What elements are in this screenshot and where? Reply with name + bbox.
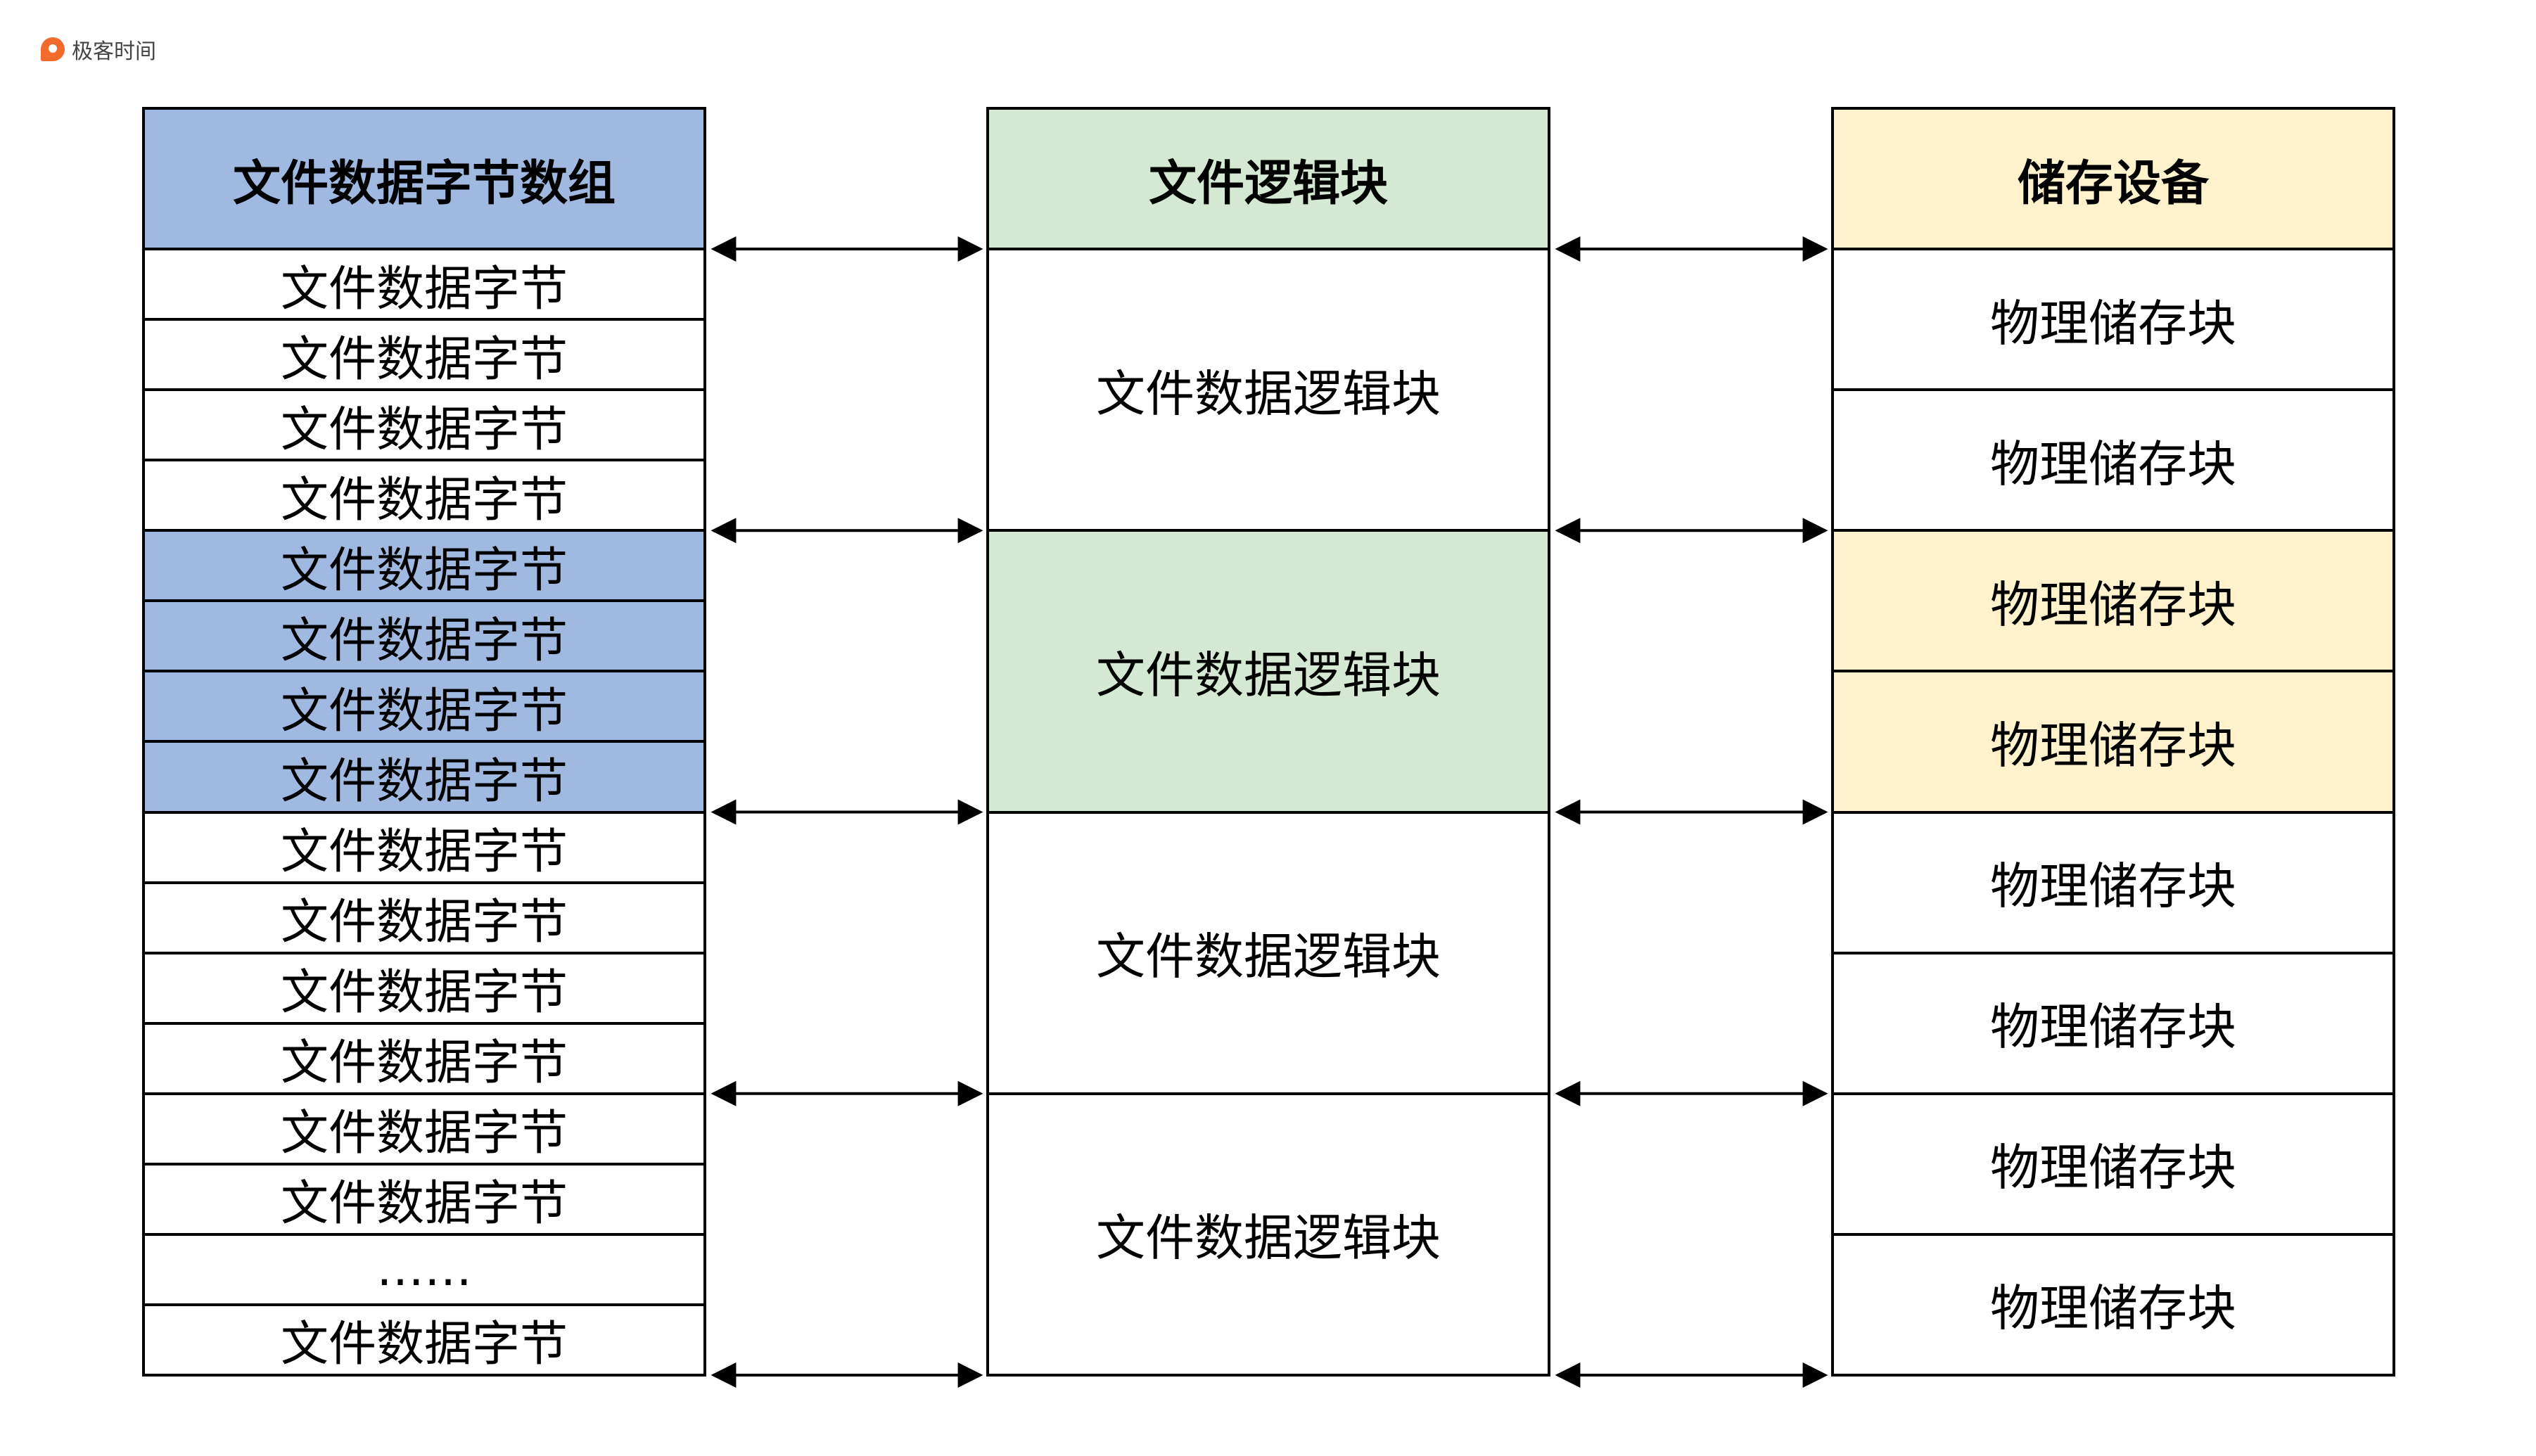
storage-row: 物理储存块 — [1831, 1092, 2395, 1236]
bytes-row: 文件数据字节 — [142, 248, 706, 321]
bytes-row: 文件数据字节 — [142, 740, 706, 814]
storage-row: 物理储存块 — [1831, 951, 2395, 1095]
bytes-row: 文件数据字节 — [142, 1162, 706, 1236]
column-header-logical: 文件逻辑块 — [986, 107, 1550, 250]
brand-logo: 极客时间 — [41, 32, 156, 66]
storage-row: 物理储存块 — [1831, 810, 2395, 954]
column-header-storage: 储存设备 — [1831, 107, 2395, 250]
bytes-row: 文件数据字节 — [142, 881, 706, 954]
bytes-row: 文件数据字节 — [142, 459, 706, 532]
bytes-row: 文件数据字节 — [142, 670, 706, 743]
logical-row: 文件数据逻辑块 — [986, 1092, 1550, 1377]
bytes-row: 文件数据字节 — [142, 1092, 706, 1166]
brand-logo-text: 极客时间 — [72, 39, 156, 64]
bytes-row: 文件数据字节 — [142, 810, 706, 884]
bytes-row: 文件数据字节 — [142, 529, 706, 603]
bytes-row: 文件数据字节 — [142, 388, 706, 462]
bytes-row: …… — [142, 1232, 706, 1306]
storage-row: 物理储存块 — [1831, 529, 2395, 673]
bytes-row: 文件数据字节 — [142, 318, 706, 392]
bytes-row: 文件数据字节 — [142, 951, 706, 1025]
logical-row: 文件数据逻辑块 — [986, 810, 1550, 1095]
storage-row: 物理储存块 — [1831, 388, 2395, 532]
bytes-row: 文件数据字节 — [142, 599, 706, 673]
bytes-row: 文件数据字节 — [142, 1303, 706, 1377]
logical-row: 文件数据逻辑块 — [986, 529, 1550, 814]
bytes-row: 文件数据字节 — [142, 1021, 706, 1095]
brand-logo-icon — [41, 37, 65, 61]
storage-row: 物理储存块 — [1831, 1232, 2395, 1377]
storage-row: 物理储存块 — [1831, 248, 2395, 392]
storage-row: 物理储存块 — [1831, 670, 2395, 814]
logical-row: 文件数据逻辑块 — [986, 248, 1550, 532]
column-header-bytes: 文件数据字节数组 — [142, 107, 706, 250]
